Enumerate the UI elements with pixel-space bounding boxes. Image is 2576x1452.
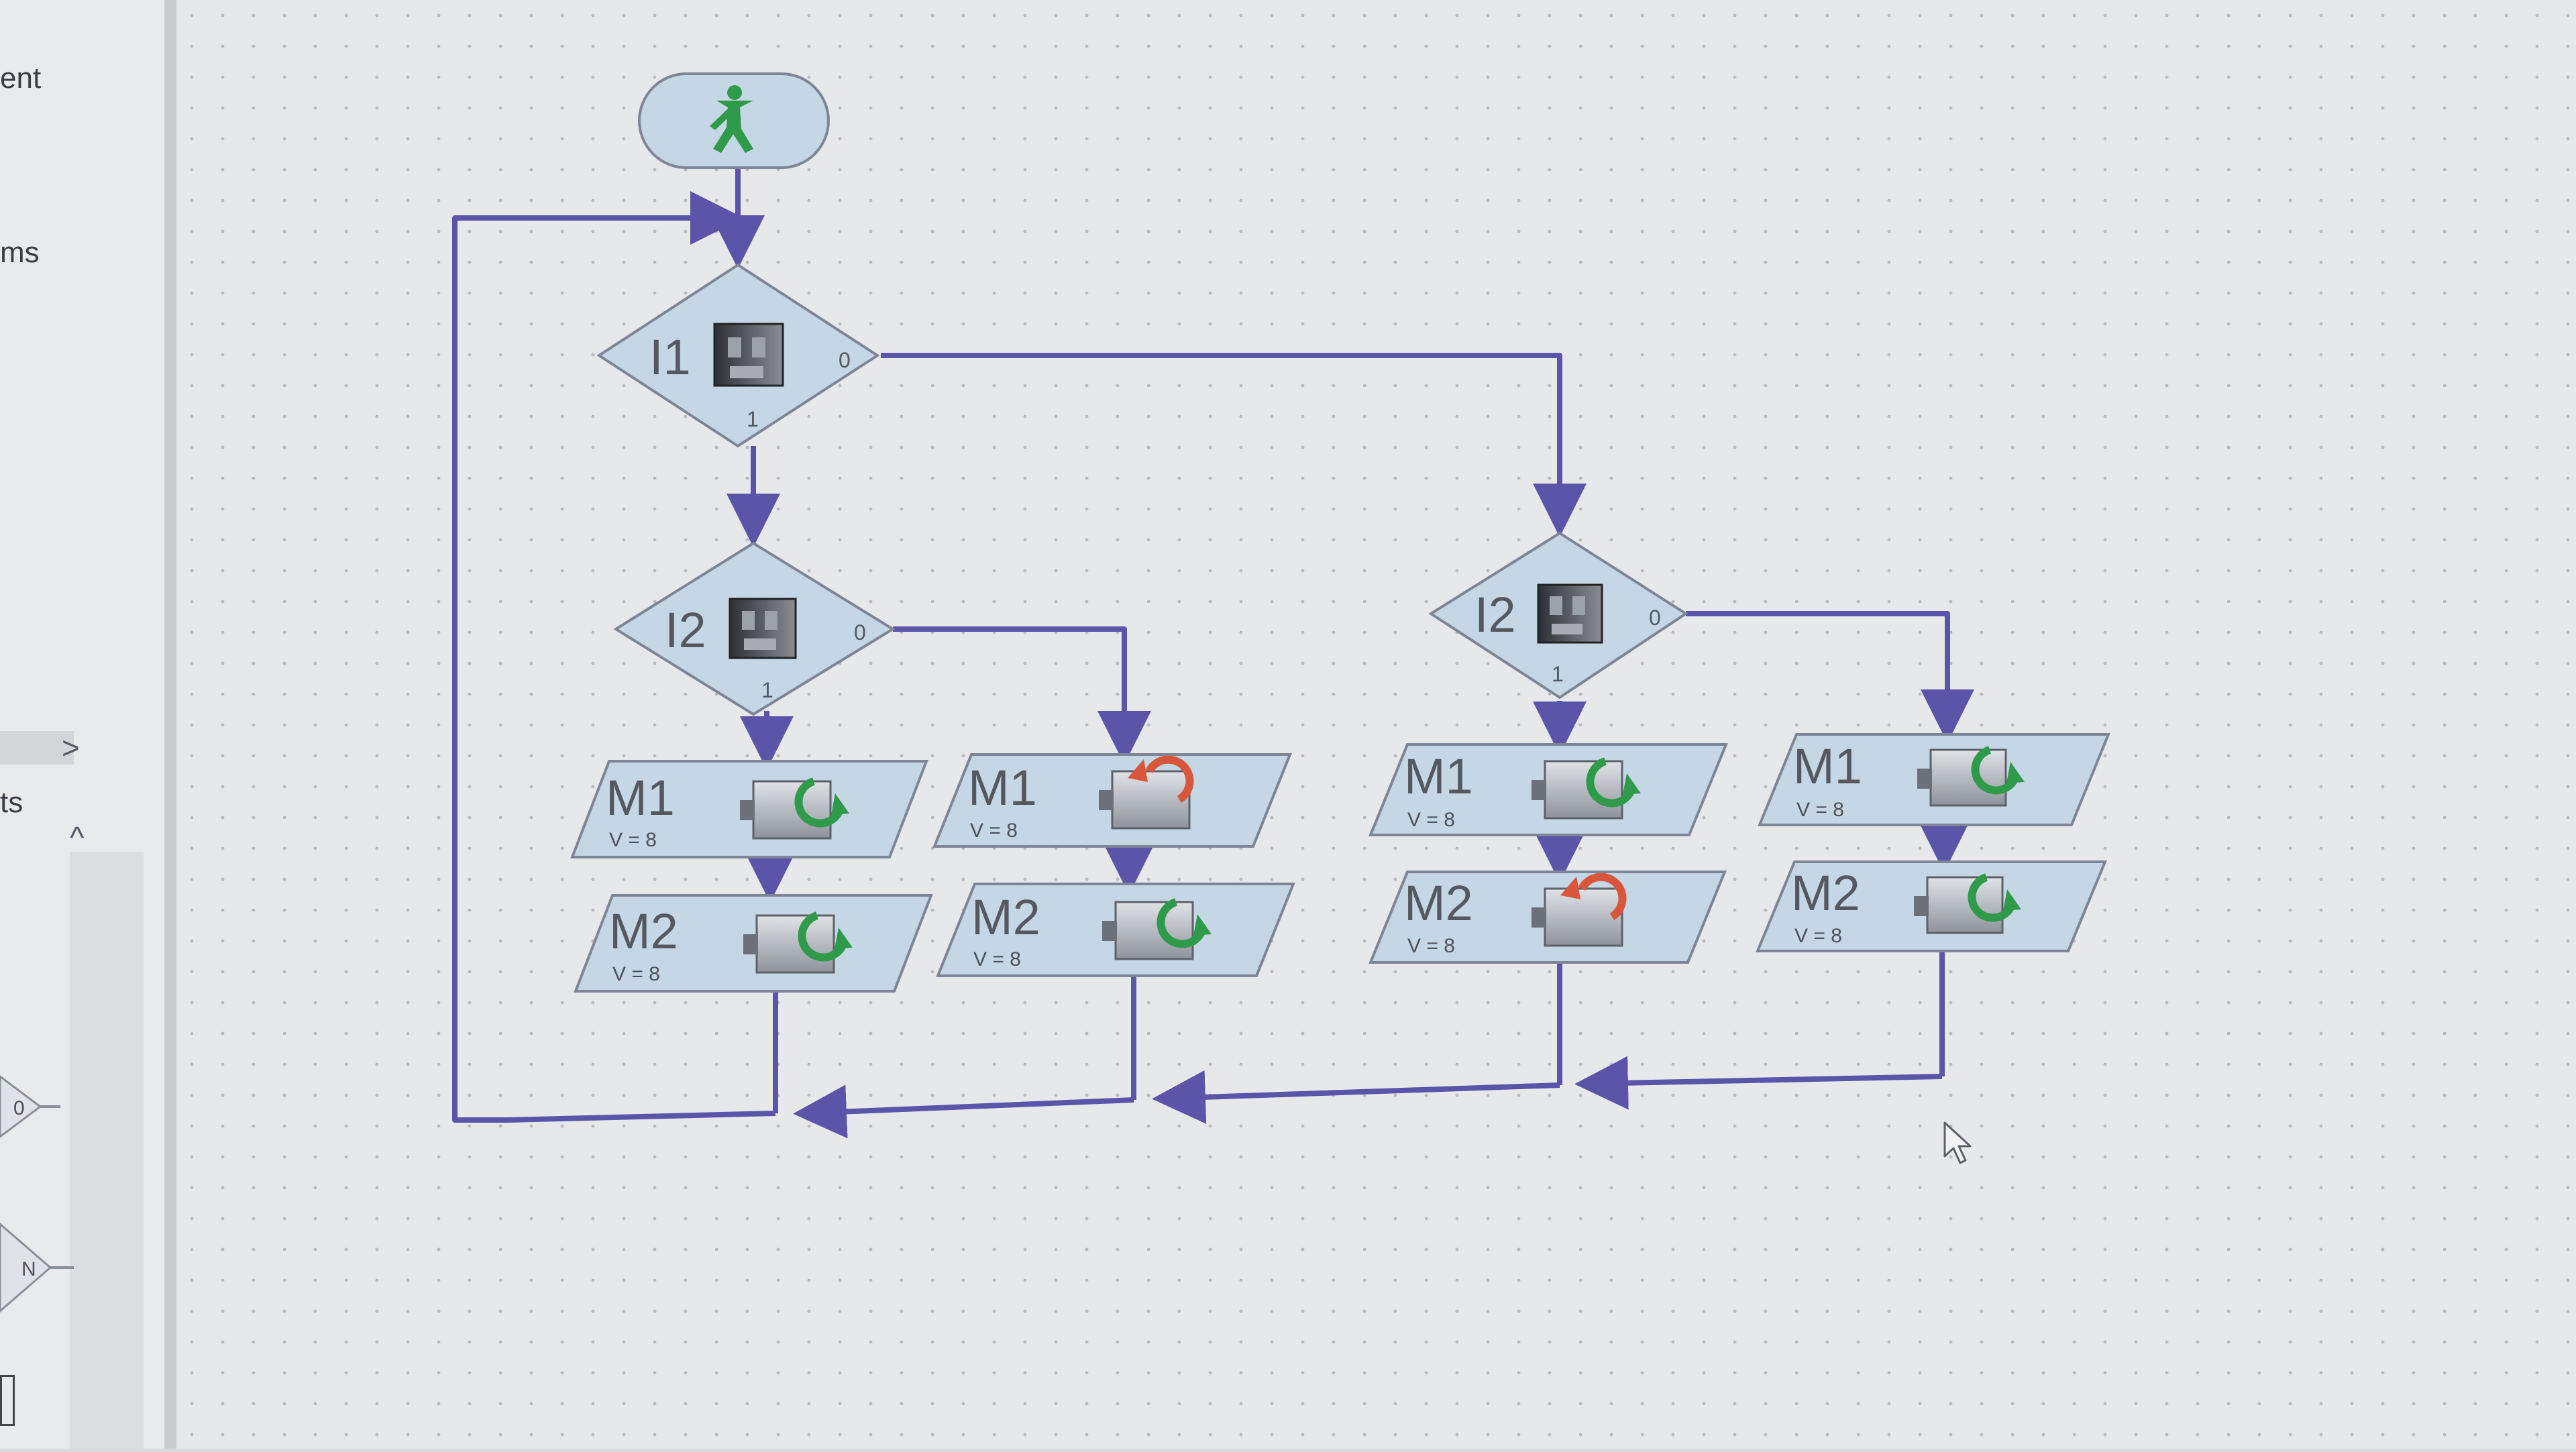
palette-branch-0-label: 0 bbox=[13, 1097, 25, 1119]
start-element[interactable] bbox=[638, 72, 830, 169]
motor-speed-label: V = 8 bbox=[973, 948, 1021, 970]
mouse-cursor-icon bbox=[1943, 1121, 1972, 1164]
scroll-right-icon[interactable]: > bbox=[62, 730, 80, 765]
branch-i2-right-no-label: 0 bbox=[1649, 606, 1661, 630]
connector-lines bbox=[452, 168, 1974, 1139]
branch-i1-yes-label: 1 bbox=[747, 407, 759, 431]
motor-speed-label: V = 8 bbox=[1796, 799, 1844, 821]
motor-speed-label: V = 8 bbox=[1407, 935, 1455, 957]
motor-speed-label: V = 8 bbox=[1794, 925, 1842, 947]
motor-label: M2 bbox=[1791, 865, 1860, 921]
branch-i2-right-yes-label: 1 bbox=[1552, 662, 1564, 686]
motor-m2-col2[interactable]: M2 V = 8 bbox=[936, 883, 1295, 977]
motor-forward-icon bbox=[740, 777, 849, 840]
motor-forward-icon bbox=[1914, 873, 2021, 934]
scroll-up-icon[interactable]: ^ bbox=[70, 820, 85, 855]
branch-i1[interactable]: I1 0 1 bbox=[596, 263, 880, 448]
palette-branch-n-icon[interactable]: N bbox=[0, 1223, 74, 1313]
motor-forward-icon bbox=[1917, 746, 2025, 807]
motor-label: M1 bbox=[606, 770, 675, 826]
branch-i1-no-label: 0 bbox=[839, 348, 851, 372]
motor-speed-label: V = 8 bbox=[970, 820, 1018, 842]
motor-m1-col1[interactable]: M1 V = 8 bbox=[570, 760, 928, 858]
program-canvas[interactable]: I1 0 1 I2 0 1 I2 bbox=[176, 0, 2576, 1449]
palette-branch-0-icon[interactable]: 0 bbox=[0, 1075, 60, 1138]
motor-label: M2 bbox=[1404, 875, 1473, 931]
sidebar-label-1: ent bbox=[0, 62, 42, 95]
sidebar-scroll-bar[interactable] bbox=[0, 731, 74, 765]
branch-i2-left-yes-label: 1 bbox=[761, 678, 773, 702]
branch-i1-label: I1 bbox=[649, 329, 691, 385]
motor-label: M1 bbox=[1404, 748, 1473, 804]
motor-label: M1 bbox=[1793, 738, 1862, 794]
motor-m1-col4[interactable]: M1 V = 8 bbox=[1758, 733, 2110, 826]
sidebar-label-2: ms bbox=[0, 236, 40, 269]
ampelmann-start-icon bbox=[710, 85, 753, 153]
motor-label: M2 bbox=[971, 889, 1040, 945]
motor-label: M1 bbox=[968, 760, 1037, 816]
palette-small-element-icon[interactable] bbox=[0, 1375, 15, 1426]
flowchart: I1 0 1 I2 0 1 I2 bbox=[452, 72, 2110, 1139]
branch-i2-left-label: I2 bbox=[665, 602, 706, 658]
motor-m1-col2[interactable]: M1 V = 8 bbox=[932, 753, 1292, 848]
sidebar-label-3: ts bbox=[0, 786, 23, 819]
motor-m2-col1[interactable]: M2 V = 8 bbox=[574, 894, 933, 993]
motor-m1-col3[interactable]: M1 V = 8 bbox=[1368, 743, 1728, 836]
motor-forward-icon bbox=[743, 911, 853, 974]
motor-reverse-icon bbox=[1532, 873, 1627, 947]
sidebar-scroll-track[interactable] bbox=[70, 852, 144, 1449]
motor-m2-col4[interactable]: M2 V = 8 bbox=[1756, 860, 2107, 952]
motor-reverse-icon bbox=[1099, 755, 1194, 830]
motor-m2-col3[interactable]: M2 V = 8 bbox=[1368, 871, 1727, 964]
left-sidebar: ent ms > ts ^ 0 N bbox=[0, 0, 176, 1449]
motor-label: M2 bbox=[609, 903, 678, 959]
switch-sensor-icon bbox=[1537, 583, 1603, 644]
motor-speed-label: V = 8 bbox=[612, 963, 660, 985]
switch-sensor-icon bbox=[713, 323, 784, 387]
motor-speed-label: V = 8 bbox=[609, 829, 657, 851]
palette-branch-n-label: N bbox=[21, 1258, 36, 1280]
branch-i2-right[interactable]: I2 0 1 bbox=[1428, 531, 1688, 700]
motor-forward-icon bbox=[1102, 898, 1212, 960]
switch-sensor-icon bbox=[729, 598, 797, 659]
motor-speed-label: V = 8 bbox=[1407, 809, 1455, 831]
motor-forward-icon bbox=[1532, 757, 1641, 820]
element-palette[interactable]: 0 N bbox=[0, 1060, 80, 1328]
branch-i2-right-label: I2 bbox=[1474, 587, 1516, 643]
branch-i2-left-no-label: 0 bbox=[854, 620, 866, 645]
branch-i2-left[interactable]: I2 0 1 bbox=[613, 541, 896, 716]
